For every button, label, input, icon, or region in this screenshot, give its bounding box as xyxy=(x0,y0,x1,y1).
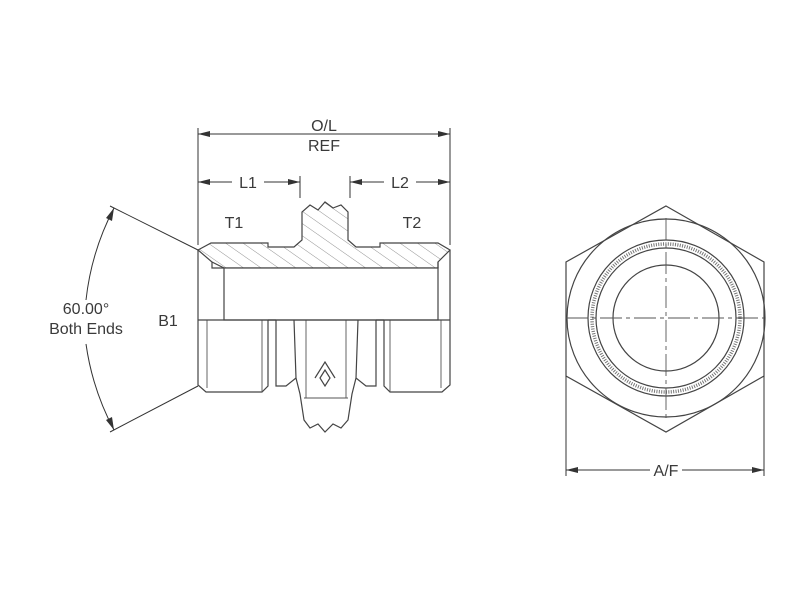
t1-label: T1 xyxy=(225,215,244,232)
ol-arrow-right xyxy=(438,131,450,137)
t2-label: T2 xyxy=(403,215,422,232)
l1-label: L1 xyxy=(239,175,257,192)
right-undercut xyxy=(355,320,377,387)
hex-body-lower xyxy=(293,319,359,433)
af-arrow-right xyxy=(752,467,764,473)
l2-label: L2 xyxy=(391,175,409,192)
end-view: A/F xyxy=(565,205,766,480)
ol-ref-label: REF xyxy=(308,138,340,155)
bore-passage xyxy=(223,267,439,321)
angle-label: 60.00° xyxy=(63,301,109,318)
l2-arrow-right xyxy=(438,179,450,185)
l2-arrow-left xyxy=(350,179,362,185)
ol-label: O/L xyxy=(311,118,337,135)
angle-arc-lower xyxy=(85,343,115,431)
left-undercut xyxy=(275,320,297,387)
bore-left-edge xyxy=(211,261,225,269)
angle-leader-bottom xyxy=(109,385,199,433)
hex-corner-mark xyxy=(314,360,336,388)
hex-outline xyxy=(565,205,765,433)
chamfer-circle xyxy=(566,218,766,418)
af-arrow-left xyxy=(566,467,578,473)
l1-arrow-right xyxy=(288,179,300,185)
angle-note-label: Both Ends xyxy=(49,321,123,338)
angle-leader-top xyxy=(109,205,199,251)
angle-arrow-top xyxy=(106,208,114,221)
upper-section-hatch xyxy=(196,201,451,269)
l1-arrow-left xyxy=(198,179,210,185)
af-label: A/F xyxy=(654,463,679,480)
ol-arrow-left xyxy=(198,131,210,137)
left-thread-end xyxy=(197,320,269,393)
b1-label: B1 xyxy=(158,313,178,330)
side-view xyxy=(196,201,451,433)
dimensions: O/L REF L1 L2 T1 T2 B1 60.00° Both Ends xyxy=(49,118,451,433)
angle-arrow-bottom xyxy=(106,417,114,430)
angle-arc-upper xyxy=(85,207,115,301)
right-thread-end xyxy=(383,320,451,393)
